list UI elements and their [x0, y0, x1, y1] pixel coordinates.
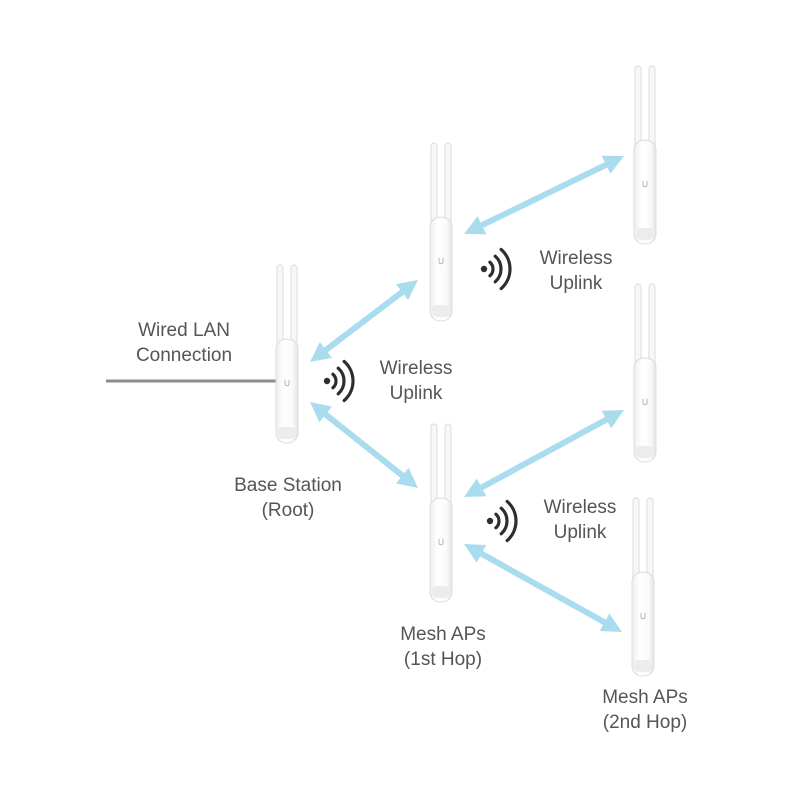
antenna [444, 423, 452, 509]
uplink-arrow-root-bottom [310, 402, 418, 488]
signal-arc [499, 506, 509, 536]
antenna [634, 65, 642, 151]
antenna [430, 423, 438, 509]
device-body [631, 571, 655, 677]
signal-arc [336, 366, 346, 396]
uplink-arrow-bottom-2nd-1 [464, 410, 624, 497]
base-station-device [275, 264, 299, 444]
device-body [275, 338, 299, 444]
ubiquiti-u-logo-icon [640, 612, 646, 620]
antenna [290, 264, 298, 350]
device-layer [275, 65, 657, 677]
arrow-head-start [464, 478, 487, 497]
device-base [636, 446, 654, 458]
ubiquiti-u-logo-icon [642, 180, 648, 188]
device-body [429, 216, 453, 322]
mesh-ap-1st-hop-bottom [429, 423, 453, 603]
mesh-ap-2nd-hop-1 [633, 65, 657, 245]
uplink-arrow-top-2nd [464, 155, 624, 235]
signal-dot [323, 377, 331, 385]
antenna [648, 65, 656, 151]
antenna [648, 283, 656, 369]
wired-lan-label-line1: Wired LAN [138, 320, 230, 341]
wired-lan-label: Wired LAN Connection [110, 318, 258, 368]
signal-arc [494, 512, 501, 530]
arrow-head-end [396, 280, 418, 301]
antenna [430, 142, 438, 228]
arrow-shaft [320, 409, 408, 481]
uplink-arrow-root-top [310, 280, 418, 362]
wifi-signal-icon [323, 359, 355, 403]
wireless-uplink-root-line1: Wireless [379, 358, 453, 379]
mesh-1st-hop-label: Mesh APs (1st Hop) [378, 622, 508, 672]
arrow-shaft [476, 415, 612, 492]
arrow-head-start [464, 216, 487, 235]
antenna [276, 264, 284, 350]
wireless-uplink-root-line2: Uplink [389, 383, 443, 404]
base-station-label-line2: (Root) [261, 500, 315, 521]
signal-arc [505, 499, 518, 543]
wireless-uplink-bottom-line1: Wireless [543, 497, 617, 518]
arrow-head-end [601, 410, 624, 429]
signal-arc [488, 260, 495, 278]
wireless-uplink-top-label: Wireless Uplink [526, 246, 626, 296]
mesh-ap-2nd-hop-3 [631, 497, 655, 677]
wireless-uplink-bottom-label: Wireless Uplink [530, 495, 630, 545]
signal-arc [342, 359, 355, 403]
base-station-label-line1: Base Station [234, 475, 342, 496]
arrow-shaft [476, 549, 610, 627]
device-base [278, 427, 296, 439]
mesh-ap-1st-hop-top [429, 142, 453, 322]
arrow-head-end [396, 467, 418, 488]
mesh-1st-hop-label-line1: Mesh APs [400, 624, 486, 645]
device-body [429, 497, 453, 603]
wireless-uplink-root-label: Wireless Uplink [366, 356, 466, 406]
wireless-uplink-bottom-line2: Uplink [553, 522, 607, 543]
ubiquiti-u-logo-icon [438, 538, 444, 546]
uplink-arrow-bottom-2nd-2 [464, 544, 622, 632]
antenna [632, 497, 640, 583]
antenna [646, 497, 654, 583]
base-station-label: Base Station (Root) [216, 473, 360, 523]
arrow-head-start [310, 341, 332, 362]
arrow-head-end [601, 155, 624, 174]
ubiquiti-u-logo-icon [438, 257, 444, 265]
arrow-head-start [464, 544, 487, 563]
signal-arc [331, 372, 338, 390]
signal-layer [323, 247, 518, 543]
arrow-layer [310, 155, 624, 632]
device-body [633, 139, 657, 245]
mesh-1st-hop-label-line2: (1st Hop) [403, 649, 483, 670]
device-body [633, 357, 657, 463]
mesh-2nd-hop-label-line2: (2nd Hop) [602, 712, 688, 733]
arrow-shaft [477, 160, 611, 230]
signal-dot [480, 265, 488, 273]
device-base [432, 305, 450, 317]
signal-arc [499, 247, 512, 291]
mesh-2nd-hop-label: Mesh APs (2nd Hop) [580, 685, 710, 735]
wifi-signal-icon [486, 499, 518, 543]
signal-arc [493, 254, 503, 284]
antenna [634, 283, 642, 369]
arrow-head-start [310, 402, 332, 423]
mesh-2nd-hop-label-line1: Mesh APs [602, 687, 688, 708]
arrow-head-end [599, 613, 622, 632]
ubiquiti-u-logo-icon [642, 398, 648, 406]
antenna [444, 142, 452, 228]
device-base [636, 228, 654, 240]
wireless-uplink-top-line2: Uplink [549, 273, 603, 294]
device-base [634, 660, 652, 672]
signal-dot [486, 517, 494, 525]
ubiquiti-u-logo-icon [284, 379, 290, 387]
device-base [432, 586, 450, 598]
mesh-ap-2nd-hop-2 [633, 283, 657, 463]
wifi-signal-icon [480, 247, 512, 291]
wireless-uplink-top-line1: Wireless [539, 248, 613, 269]
arrow-shaft [320, 287, 408, 355]
wired-lan-label-line2: Connection [135, 345, 233, 366]
